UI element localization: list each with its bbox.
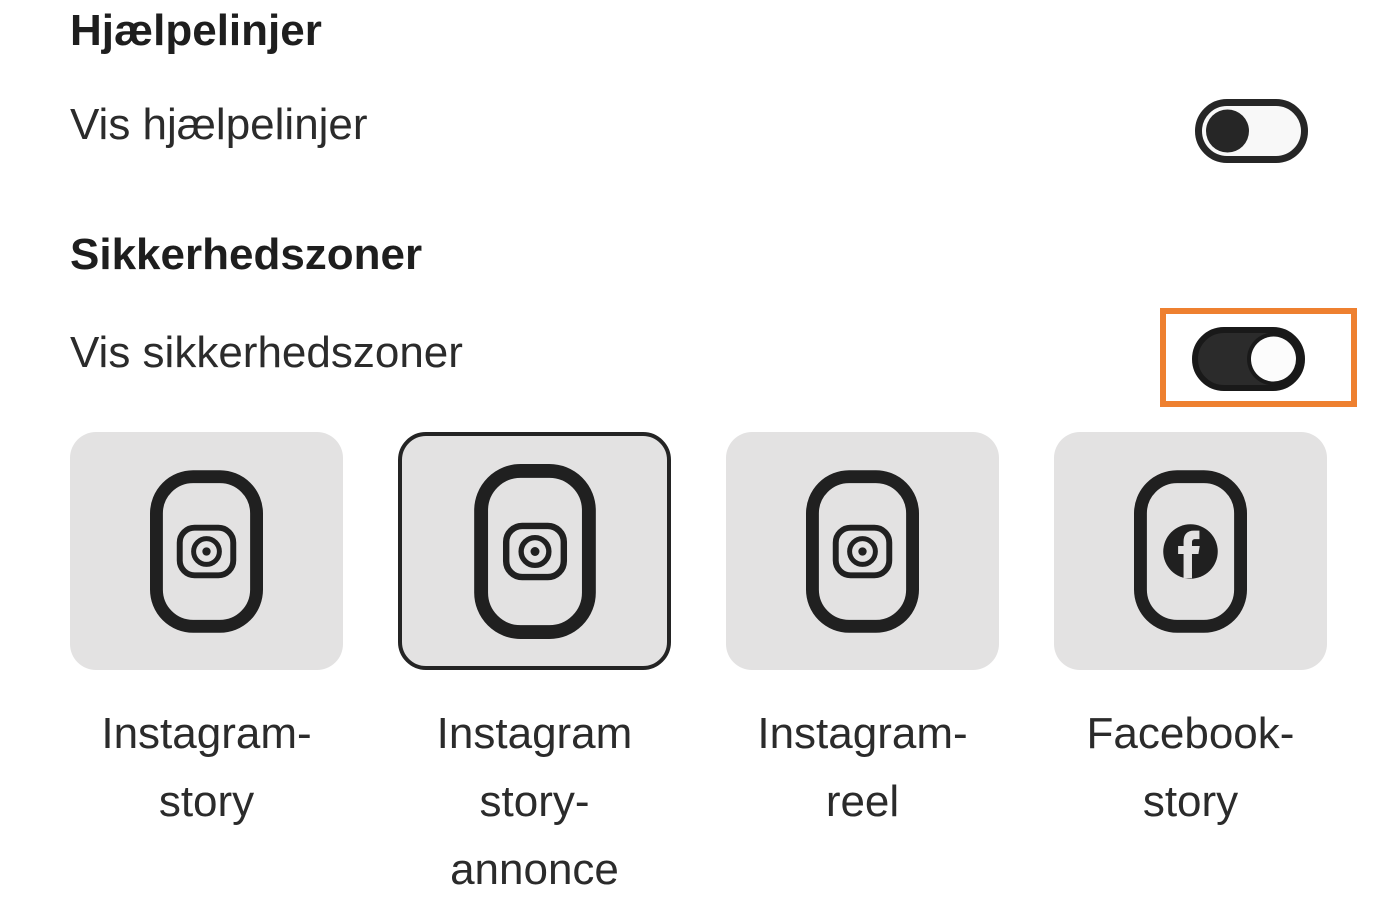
format-option-instagram-story[interactable]: Instagram- story xyxy=(70,432,343,904)
format-option-facebook-story[interactable]: Facebook- story xyxy=(1054,432,1327,904)
instagram-story-icon xyxy=(473,463,596,639)
format-label-line: Instagram xyxy=(436,709,633,758)
format-label-line: reel xyxy=(825,777,900,826)
format-card[interactable] xyxy=(1054,432,1327,670)
format-card[interactable] xyxy=(70,432,343,670)
toggle-knob xyxy=(1206,109,1249,153)
section-title-safety-zones: Sikkerhedszoner xyxy=(70,230,423,279)
format-option-instagram-story-ad[interactable]: Instagram story- annonce xyxy=(398,432,671,904)
show-guides-toggle[interactable] xyxy=(1195,99,1308,163)
format-label: Facebook- story xyxy=(1054,700,1327,836)
format-label-line: Instagram- xyxy=(757,709,968,758)
format-label-line: annonce xyxy=(450,845,619,894)
format-label-line: story xyxy=(158,777,255,826)
format-label-line: story- xyxy=(479,777,590,826)
format-label: Instagram- reel xyxy=(726,700,999,836)
format-card[interactable] xyxy=(726,432,999,670)
show-guides-label: Vis hjælpelinjer xyxy=(70,100,368,149)
format-label: Instagram story- annonce xyxy=(398,700,671,904)
format-label-line: story xyxy=(1142,777,1239,826)
format-label-line: Facebook- xyxy=(1086,709,1295,758)
format-card[interactable] xyxy=(398,432,671,670)
show-safety-zones-toggle[interactable] xyxy=(1192,327,1305,391)
instagram-story-icon xyxy=(150,469,263,633)
format-label-line: Instagram- xyxy=(101,709,312,758)
format-options: Instagram- story Instagram story- annonc… xyxy=(70,432,1327,904)
toggle-knob xyxy=(1251,336,1296,382)
format-label: Instagram- story xyxy=(70,700,343,836)
instagram-reel-icon xyxy=(806,469,919,633)
facebook-story-icon xyxy=(1134,469,1247,633)
show-safety-zones-label: Vis sikkerhedszoner xyxy=(70,328,463,377)
section-title-guides: Hjælpelinjer xyxy=(70,6,322,55)
format-option-instagram-reel[interactable]: Instagram- reel xyxy=(726,432,999,904)
